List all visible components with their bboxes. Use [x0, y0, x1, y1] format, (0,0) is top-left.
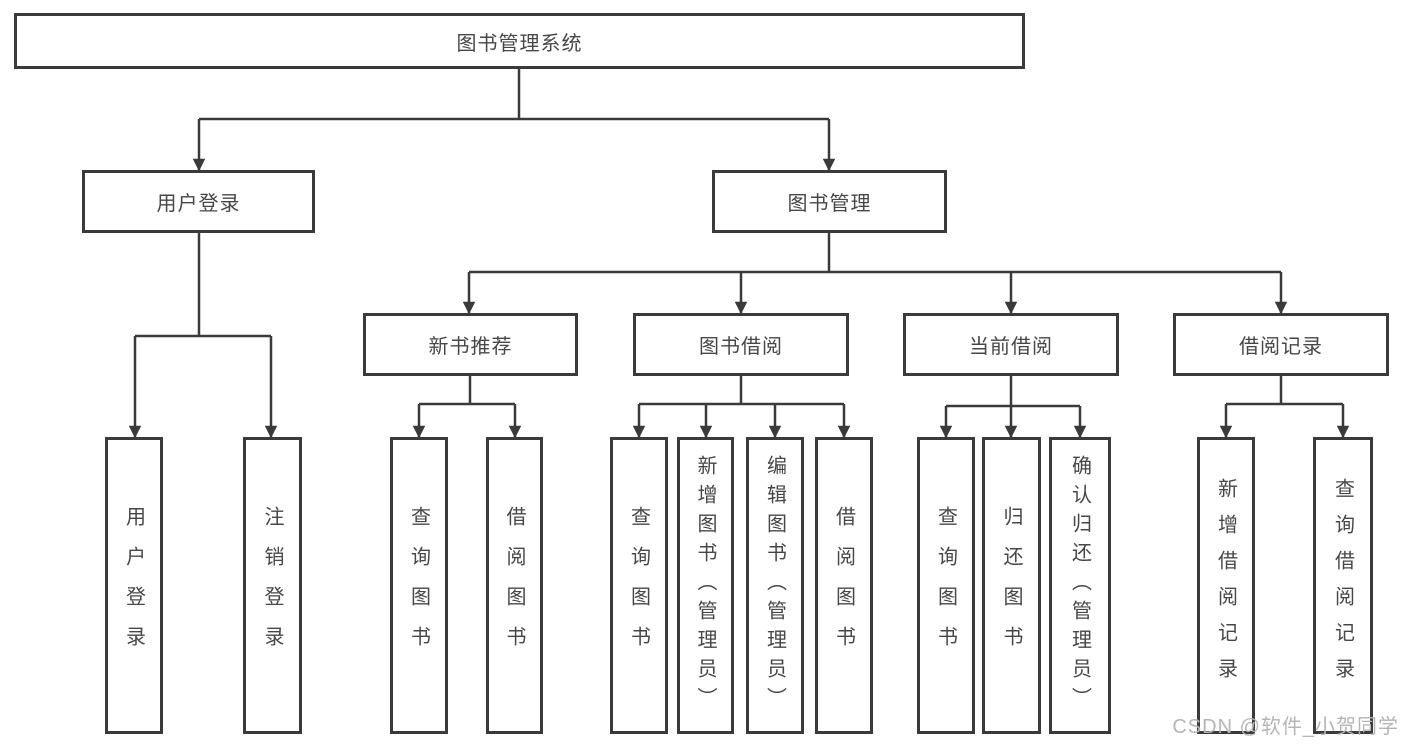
- node-user-login: 用户登录: [82, 170, 315, 233]
- csdn-watermark: CSDN @软件_小贺同学: [1172, 716, 1399, 738]
- node-current-borrow: 当前借阅: [903, 313, 1119, 376]
- leaf-borrow-books: 借阅图书: [815, 437, 873, 734]
- leaf-query-books-recommend: 查询图书: [390, 437, 448, 734]
- leaf-logout: 注销登录: [243, 437, 302, 734]
- node-book-management: 图书管理: [712, 170, 947, 233]
- leaf-add-book-admin: 新增图书（管理员）: [677, 437, 734, 734]
- leaf-borrow-books-recommend: 借阅图书: [486, 437, 543, 734]
- leaf-edit-book-admin: 编辑图书（管理员）: [746, 437, 804, 734]
- node-new-book-recommend: 新书推荐: [363, 313, 578, 376]
- leaf-confirm-return-admin: 确认归还（管理员）: [1049, 437, 1111, 734]
- leaf-return-book: 归还图书: [982, 437, 1041, 734]
- leaf-query-books-current: 查询图书: [917, 437, 975, 734]
- node-borrow-records: 借阅记录: [1173, 313, 1389, 376]
- node-library-system: 图书管理系统: [14, 13, 1025, 69]
- leaf-query-borrow-record: 查询借阅记录: [1313, 437, 1373, 734]
- leaf-add-borrow-record: 新增借阅记录: [1197, 437, 1255, 734]
- leaf-query-books-borrow: 查询图书: [610, 437, 668, 734]
- leaf-user-login: 用户登录: [105, 437, 163, 734]
- node-book-borrow: 图书借阅: [633, 313, 849, 376]
